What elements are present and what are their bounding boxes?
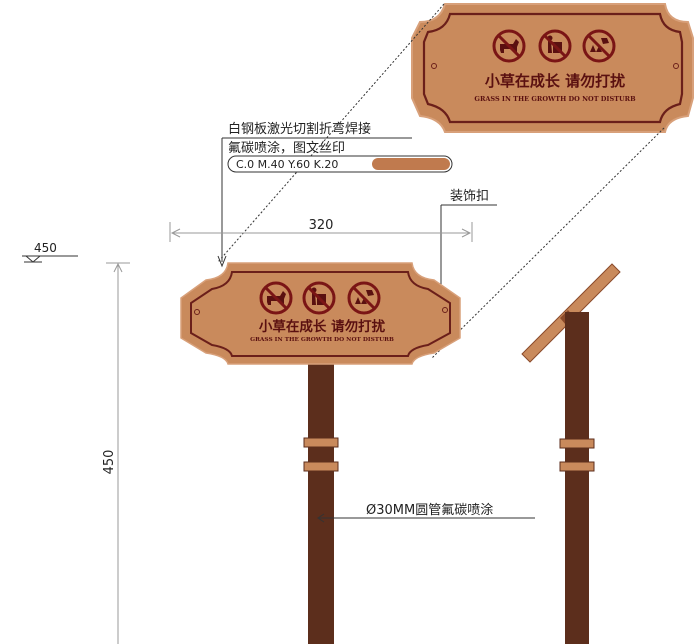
color-swatch: [372, 158, 450, 170]
front-sign-panel: 小草在成长 请勿打扰 GRASS IN THE GROWTH DO NOT DI…: [180, 262, 461, 365]
width-dimension: 320: [169, 218, 473, 242]
level-mark: 450: [22, 241, 78, 263]
material-line-2: 氟碳喷涂，图文丝印: [228, 140, 345, 156]
color-code: C.0 M.40 Y.60 K.20: [236, 158, 338, 171]
material-line-1: 白钢板激光切割折弯焊接: [228, 121, 371, 137]
front-post: [303, 356, 339, 644]
height-dimension: 450: [102, 262, 130, 644]
decorative-button-icon: [194, 309, 200, 315]
decorative-button-icon: [442, 307, 448, 313]
decorative-button-icon: [673, 63, 679, 69]
material-callout: 白钢板激光切割折弯焊接 氟碳喷涂，图文丝印 C.0 M.40 Y.60 K.20: [217, 121, 453, 268]
pipe-callout: Ø30MM圆管氟碳喷涂: [317, 502, 535, 523]
decorative-button-icon: [431, 63, 437, 69]
front-sign-title-cn: 小草在成长 请勿打扰: [259, 318, 386, 335]
projection-lines: [217, 3, 665, 359]
front-sign-title-en: GRASS IN THE GROWTH DO NOT DISTURB: [250, 337, 394, 343]
sign-detail-enlarged: 小草在成长 请勿打扰 GRASS IN THE GROWTH DO NOT DI…: [411, 3, 694, 133]
sign-detail-title-en: GRASS IN THE GROWTH DO NOT DISTURB: [474, 95, 636, 103]
decoration-label: 装饰扣: [450, 189, 489, 204]
height-dimension-label: 450: [102, 450, 117, 475]
pipe-note: Ø30MM圆管氟碳喷涂: [366, 502, 493, 518]
level-mark-label: 450: [34, 241, 57, 255]
sign-detail-title-cn: 小草在成长 请勿打扰: [485, 72, 625, 90]
width-dimension-label: 320: [309, 218, 334, 233]
side-view: [521, 263, 621, 644]
